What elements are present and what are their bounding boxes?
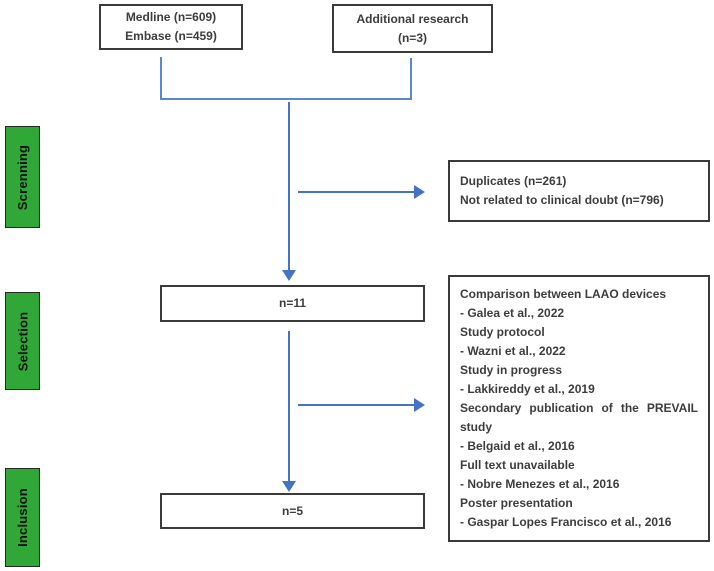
arrow-right-excluded-selection: [298, 404, 415, 406]
exclusion-reason-line: - Gaspar Lopes Francisco et al., 2016: [460, 515, 672, 529]
arrow-down-selection: [288, 331, 290, 481]
additional-research-line: (n=3): [397, 30, 427, 45]
stage-label-screening: Screnning: [5, 126, 40, 228]
exclusion-reason-line: - Lakkireddy et al., 2019: [460, 382, 595, 396]
connector-line-left: [160, 57, 162, 99]
exclusion-reason-line: Poster presentation: [460, 496, 573, 510]
exclusion-reason-line: Study protocol: [460, 325, 545, 339]
exclusion-reason-line: - Nobre Menezes et al., 2016: [460, 477, 620, 491]
exclusion-reason-line: - Wazni et al., 2022: [460, 344, 566, 358]
stage-label-screening-text: Screnning: [15, 144, 30, 210]
exclusion-reason-line: - Galea et al., 2022: [460, 306, 565, 320]
database-records-line: Medline (n=609): [125, 10, 217, 24]
connector-line-horizontal: [160, 98, 412, 100]
box-excluded-screening: Duplicates (n=261) Not related to clinic…: [448, 160, 710, 222]
stage-label-selection-text: Selection: [15, 311, 31, 371]
box-selection-count: n=11: [160, 285, 425, 322]
database-records-line: Embase (n=459): [125, 29, 217, 43]
stage-label-selection: Selection: [5, 292, 40, 390]
exclusion-reason-line: Full text unavailable: [460, 458, 575, 472]
stage-label-inclusion-text: Inclusion: [15, 488, 31, 547]
box-additional-research: Additional research (n=3): [332, 4, 493, 53]
box-inclusion-count: n=5: [160, 493, 425, 529]
inclusion-count-text: n=5: [281, 503, 303, 518]
selection-count-text: n=11: [278, 296, 307, 310]
box-database-records: Medline (n=609) Embase (n=459): [99, 4, 243, 50]
exclusion-reason-line: Secondary publication of the PREVAIL stu…: [460, 401, 698, 434]
excluded-screening-line: Not related to clinical doubt (n=796): [460, 193, 664, 207]
arrow-down-screening-head: [282, 270, 296, 281]
stage-label-inclusion: Inclusion: [5, 468, 40, 567]
exclusion-reason-line: - Belgaid et al., 2016: [460, 439, 575, 453]
additional-research-line: Additional research: [356, 11, 469, 26]
exclusion-reason-line: Comparison between LAAO devices: [460, 287, 667, 301]
arrow-right-excluded-screening: [298, 191, 415, 193]
connector-line-right: [410, 58, 412, 99]
exclusion-reason-line: Study in progress: [460, 363, 563, 377]
arrow-down-selection-head: [282, 481, 296, 492]
arrow-right-excluded-selection-head: [414, 398, 425, 412]
excluded-screening-line: Duplicates (n=261): [460, 174, 567, 188]
box-excluded-selection: Comparison between LAAO devices - Galea …: [448, 275, 710, 542]
arrow-down-screening: [288, 102, 290, 270]
arrow-right-excluded-screening-head: [414, 185, 425, 199]
